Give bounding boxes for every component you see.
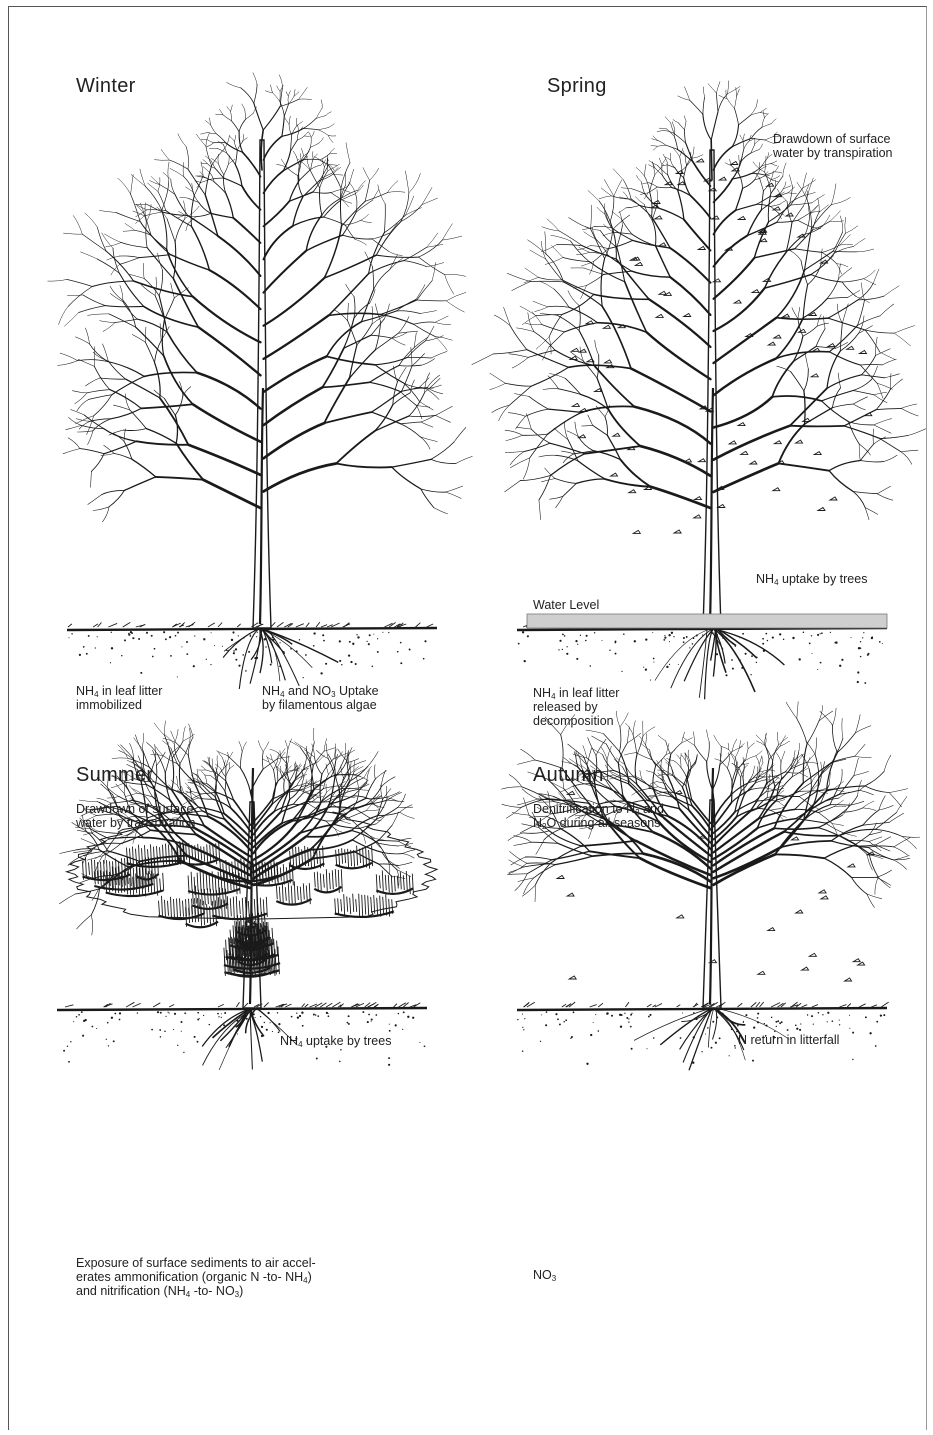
- tree-autumn-icon: [466, 740, 933, 1435]
- label-spring-water-level: Water Level: [533, 598, 599, 612]
- label-spring-drawdown: Drawdown of surface water by transpirati…: [773, 132, 893, 160]
- label-winter-litter: NH4 in leaf litter immobilized: [76, 684, 162, 712]
- label-autumn-denitrification: Denitrification to N2 and N2O during all…: [533, 802, 664, 830]
- panel-winter: Winter NH4 in leaf litter immobilized NH…: [0, 0, 466, 740]
- label-summer-uptake: NH4 uptake by trees: [280, 1034, 391, 1048]
- label-winter-litter-l1: NH4 in leaf litter: [76, 684, 162, 698]
- label-autumn-litterfall-l1: N return in litterfall: [738, 1033, 839, 1047]
- label-summer-drawdown-l2: water by transpiration: [76, 816, 196, 830]
- label-summer-drawdown: Drawdown of surface water by transpirati…: [76, 802, 196, 830]
- label-autumn-no3-l1: NO3: [533, 1268, 556, 1282]
- label-spring-water-level-l1: Water Level: [533, 598, 599, 612]
- label-spring-uptake-l1: NH4 uptake by trees: [756, 572, 867, 586]
- label-spring-uptake: NH4 uptake by trees: [756, 572, 867, 586]
- label-autumn-denitrification-l2: N2O during all seasons: [533, 816, 664, 830]
- tree-summer-icon: [0, 740, 466, 1435]
- panel-summer: Summer Drawdown of surface water by tran…: [0, 740, 466, 1435]
- label-spring-decomposition-l2: released by: [533, 700, 619, 714]
- tree-drawing: [501, 702, 919, 1071]
- label-winter-algae-l2: by filamentous algae: [262, 698, 379, 712]
- label-summer-exposure-l3: and nitrification (NH4 -to- NO3): [76, 1284, 316, 1298]
- label-spring-decomposition-l1: NH4 in leaf litter: [533, 686, 619, 700]
- tree-drawing: [48, 73, 473, 689]
- label-winter-algae: NH4 and NO3 Uptake by filamentous algae: [262, 684, 379, 712]
- label-summer-exposure-l1: Exposure of surface sediments to air acc…: [76, 1256, 316, 1270]
- panel-autumn: Autumn Denitrification to N2 and N2O dur…: [466, 740, 933, 1435]
- label-spring-drawdown-l1: Drawdown of surface: [773, 132, 893, 146]
- tree-drawing: [57, 721, 437, 1070]
- tree-winter-icon: [0, 0, 466, 740]
- label-spring-decomposition-l3: decomposition: [533, 714, 619, 728]
- label-summer-exposure-l2: erates ammonification (organic N -to- NH…: [76, 1270, 316, 1284]
- label-autumn-denitrification-l1: Denitrification to N2 and: [533, 802, 664, 816]
- label-winter-litter-l2: immobilized: [76, 698, 162, 712]
- label-winter-algae-l1: NH4 and NO3 Uptake: [262, 684, 379, 698]
- label-spring-decomposition: NH4 in leaf litter released by decomposi…: [533, 686, 619, 728]
- label-autumn-litterfall: N return in litterfall: [738, 1033, 839, 1047]
- panel-spring: Spring Drawdown of surface water by tran…: [466, 0, 933, 740]
- label-spring-drawdown-l2: water by transpiration: [773, 146, 893, 160]
- label-summer-uptake-l1: NH4 uptake by trees: [280, 1034, 391, 1048]
- label-autumn-no3: NO3: [533, 1268, 556, 1282]
- label-summer-exposure: Exposure of surface sediments to air acc…: [76, 1256, 316, 1298]
- label-summer-drawdown-l1: Drawdown of surface: [76, 802, 196, 816]
- tree-spring-icon: [466, 0, 933, 740]
